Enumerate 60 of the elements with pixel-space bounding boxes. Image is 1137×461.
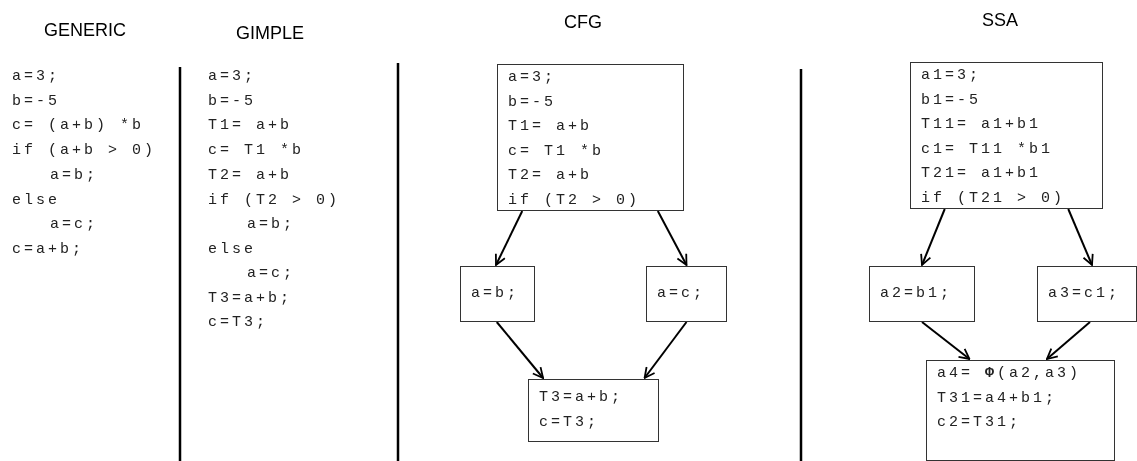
code-line: if (T2 > 0): [208, 191, 341, 211]
arrow: [1067, 208, 1094, 266]
code-line: if (T21 > 0): [921, 188, 1066, 209]
code-line: T1= a+b: [508, 117, 592, 137]
arrow: [920, 208, 946, 266]
basic-block-box: [646, 266, 727, 322]
code-line: T31=a4+b1;: [937, 388, 1057, 409]
column-heading: GENERIC: [44, 20, 126, 41]
code-line: T2= a+b: [508, 166, 592, 186]
code-line: if (a+b > 0): [12, 141, 157, 161]
basic-block-box: [910, 62, 1103, 209]
code-line: T11= a1+b1: [921, 115, 1041, 135]
code-line: a=3;: [208, 67, 256, 87]
code-line: T21= a1+b1: [921, 164, 1041, 184]
code-line: a=c;: [50, 215, 98, 235]
code-line: a=3;: [12, 67, 60, 87]
basic-block-box: [497, 64, 684, 211]
code-line: a2=b1;: [880, 283, 952, 304]
code-line: T3=a+b;: [539, 388, 623, 408]
code-line: b=-5: [508, 92, 556, 113]
arrow: [656, 210, 688, 266]
code-line: c=T3;: [539, 412, 599, 433]
code-line: b1=-5: [921, 90, 981, 111]
code-line: c= T1 *b: [508, 141, 604, 162]
code-line: a=b;: [471, 283, 519, 304]
arrow: [643, 321, 688, 379]
code-line: else: [208, 240, 256, 260]
code-line: c=a+b;: [12, 240, 84, 260]
basic-block-box: [926, 360, 1115, 461]
code-line: a3=c1;: [1048, 283, 1120, 304]
code-line: if (T2 > 0): [508, 190, 641, 211]
code-line: c2=T31;: [937, 413, 1021, 433]
code-line: c1= T11 *b1: [921, 139, 1054, 160]
basic-block-box: [869, 266, 975, 322]
code-line: else: [12, 191, 60, 211]
code-line: c=T3;: [208, 313, 268, 333]
column-heading: CFG: [564, 12, 602, 33]
code-line: c= (a+b) *b: [12, 116, 145, 136]
basic-block-box: [1037, 266, 1137, 322]
arrow: [494, 210, 524, 266]
arrow: [1045, 321, 1091, 360]
code-line: a=c;: [657, 283, 705, 304]
code-line: a=3;: [508, 68, 556, 88]
code-line: T1= a+b: [208, 116, 292, 136]
code-line: T3=a+b;: [208, 289, 292, 309]
code-line: c= T1 *b: [208, 141, 304, 161]
code-line: a=b;: [50, 166, 98, 186]
code-line: a=b;: [247, 215, 295, 235]
arrow: [495, 321, 545, 379]
code-line: a=c;: [247, 264, 295, 284]
column-heading: GIMPLE: [236, 23, 304, 44]
code-line: a1=3;: [921, 66, 981, 86]
arrow: [921, 321, 971, 360]
basic-block-box: [528, 379, 659, 442]
code-line: b=-5: [12, 92, 60, 112]
column-heading: SSA: [982, 10, 1018, 31]
code-line: b=-5: [208, 92, 256, 112]
code-line: a4= Φ(a2,a3): [937, 364, 1082, 384]
basic-block-box: [460, 266, 535, 322]
code-line: T2= a+b: [208, 166, 292, 186]
